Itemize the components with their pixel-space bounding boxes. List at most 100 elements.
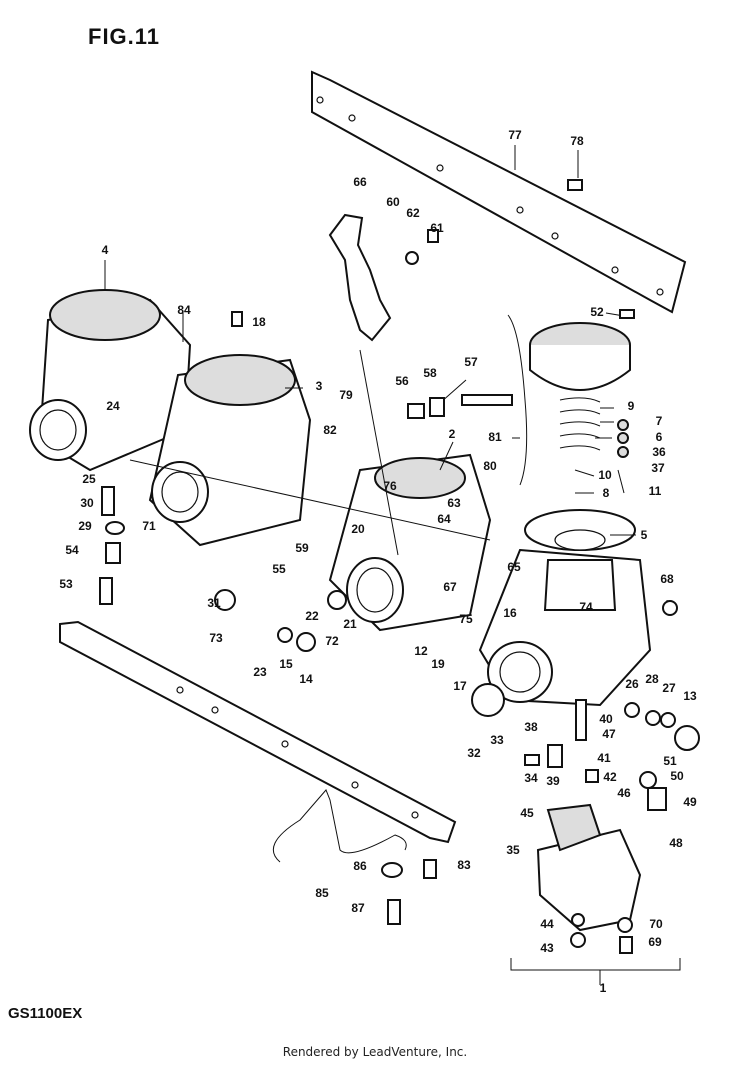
callout-74: 74 bbox=[579, 600, 593, 614]
lower-bracket bbox=[59, 620, 457, 844]
callout-15: 15 bbox=[279, 657, 293, 671]
footer-credit: Rendered by LeadVenture, Inc. bbox=[282, 1045, 468, 1059]
callout-5: 5 bbox=[641, 528, 648, 542]
callout-41: 41 bbox=[597, 751, 611, 765]
callout-67: 67 bbox=[443, 580, 457, 594]
callout-62: 62 bbox=[406, 206, 420, 220]
callout-58: 58 bbox=[423, 366, 437, 380]
callout-22: 22 bbox=[305, 609, 319, 623]
callout-23: 23 bbox=[253, 665, 267, 679]
callout-51: 51 bbox=[663, 754, 677, 768]
callout-18: 18 bbox=[252, 315, 266, 329]
callout-8: 8 bbox=[603, 486, 610, 500]
callout-59: 59 bbox=[295, 541, 309, 555]
callout-55: 55 bbox=[272, 562, 286, 576]
callout-56: 56 bbox=[395, 374, 409, 388]
callout-81: 81 bbox=[488, 430, 502, 444]
callout-19: 19 bbox=[431, 657, 445, 671]
callout-37: 37 bbox=[651, 461, 665, 475]
callout-42: 42 bbox=[603, 770, 617, 784]
callout-68: 68 bbox=[660, 572, 674, 586]
callout-32: 32 bbox=[467, 746, 481, 760]
wire-clip bbox=[272, 789, 407, 863]
callout-9: 9 bbox=[628, 399, 635, 413]
callout-82: 82 bbox=[323, 423, 337, 437]
callout-79: 79 bbox=[339, 388, 353, 402]
figure-title: FIG.11 bbox=[88, 24, 161, 49]
callout-29: 29 bbox=[78, 519, 92, 533]
callout-3: 3 bbox=[316, 379, 323, 393]
callout-35: 35 bbox=[506, 843, 520, 857]
callout-46: 46 bbox=[617, 786, 631, 800]
callout-38: 38 bbox=[524, 720, 538, 734]
callout-16: 16 bbox=[503, 606, 517, 620]
carburetor-1 bbox=[29, 289, 192, 472]
callout-49: 49 bbox=[683, 795, 697, 809]
fuel-pipe bbox=[129, 459, 491, 541]
callout-61: 61 bbox=[430, 221, 444, 235]
callout-50: 50 bbox=[670, 769, 684, 783]
diaphragm-piston bbox=[524, 509, 636, 611]
float-bowl bbox=[536, 803, 642, 932]
callout-12: 12 bbox=[414, 644, 428, 658]
callout-73: 73 bbox=[209, 631, 223, 645]
callout-57: 57 bbox=[464, 355, 478, 369]
callout-44: 44 bbox=[540, 917, 554, 931]
callout-24: 24 bbox=[106, 399, 120, 413]
callout-14: 14 bbox=[299, 672, 313, 686]
carburetor-2 bbox=[148, 354, 312, 547]
callout-13: 13 bbox=[683, 689, 697, 703]
callout-31: 31 bbox=[207, 596, 221, 610]
callout-40: 40 bbox=[599, 712, 613, 726]
leader-lines bbox=[104, 145, 668, 610]
callout-36: 36 bbox=[652, 445, 666, 459]
vent-hose bbox=[507, 314, 528, 486]
callout-20: 20 bbox=[351, 522, 365, 536]
fasteners bbox=[99, 179, 700, 954]
throttle-cable-hose bbox=[359, 349, 399, 556]
carburetor-3 bbox=[328, 453, 492, 632]
callout-4: 4 bbox=[102, 243, 109, 257]
callout-11: 11 bbox=[649, 484, 662, 498]
callout-60: 60 bbox=[386, 195, 400, 209]
callout-6: 6 bbox=[656, 430, 663, 444]
callout-21: 21 bbox=[343, 617, 357, 631]
callout-48: 48 bbox=[669, 836, 683, 850]
assembly-bracket bbox=[510, 958, 681, 971]
callout-25: 25 bbox=[82, 472, 96, 486]
callout-43: 43 bbox=[540, 941, 554, 955]
piston-spring bbox=[559, 397, 601, 451]
callout-1: 1 bbox=[600, 981, 607, 995]
callout-72: 72 bbox=[325, 634, 339, 648]
callout-80: 80 bbox=[483, 459, 497, 473]
callout-69: 69 bbox=[648, 935, 662, 949]
callout-70: 70 bbox=[649, 917, 663, 931]
callout-87: 87 bbox=[351, 901, 365, 915]
callout-78: 78 bbox=[570, 134, 584, 148]
callout-77: 77 bbox=[508, 128, 522, 142]
top-cap bbox=[529, 322, 631, 391]
callout-47: 47 bbox=[602, 727, 616, 741]
callout-66: 66 bbox=[353, 175, 367, 189]
callout-83: 83 bbox=[457, 858, 471, 872]
callout-28: 28 bbox=[645, 672, 659, 686]
callout-64: 64 bbox=[437, 512, 451, 526]
callout-39: 39 bbox=[546, 774, 560, 788]
callout-27: 27 bbox=[662, 681, 676, 695]
callout-85: 85 bbox=[315, 886, 329, 900]
model-code: GS1100EX bbox=[8, 1005, 83, 1022]
callout-33: 33 bbox=[490, 733, 504, 747]
callout-65: 65 bbox=[507, 560, 521, 574]
callout-7: 7 bbox=[656, 414, 663, 428]
callout-labels: 1234567891011121314151617181920212223242… bbox=[59, 128, 697, 995]
callout-10: 10 bbox=[598, 468, 612, 482]
callout-34: 34 bbox=[524, 771, 538, 785]
callout-76: 76 bbox=[383, 479, 397, 493]
callout-63: 63 bbox=[447, 496, 461, 510]
callout-52: 52 bbox=[590, 305, 604, 319]
callout-17: 17 bbox=[453, 679, 467, 693]
callout-30: 30 bbox=[80, 496, 94, 510]
callout-71: 71 bbox=[142, 519, 156, 533]
callout-26: 26 bbox=[625, 677, 639, 691]
